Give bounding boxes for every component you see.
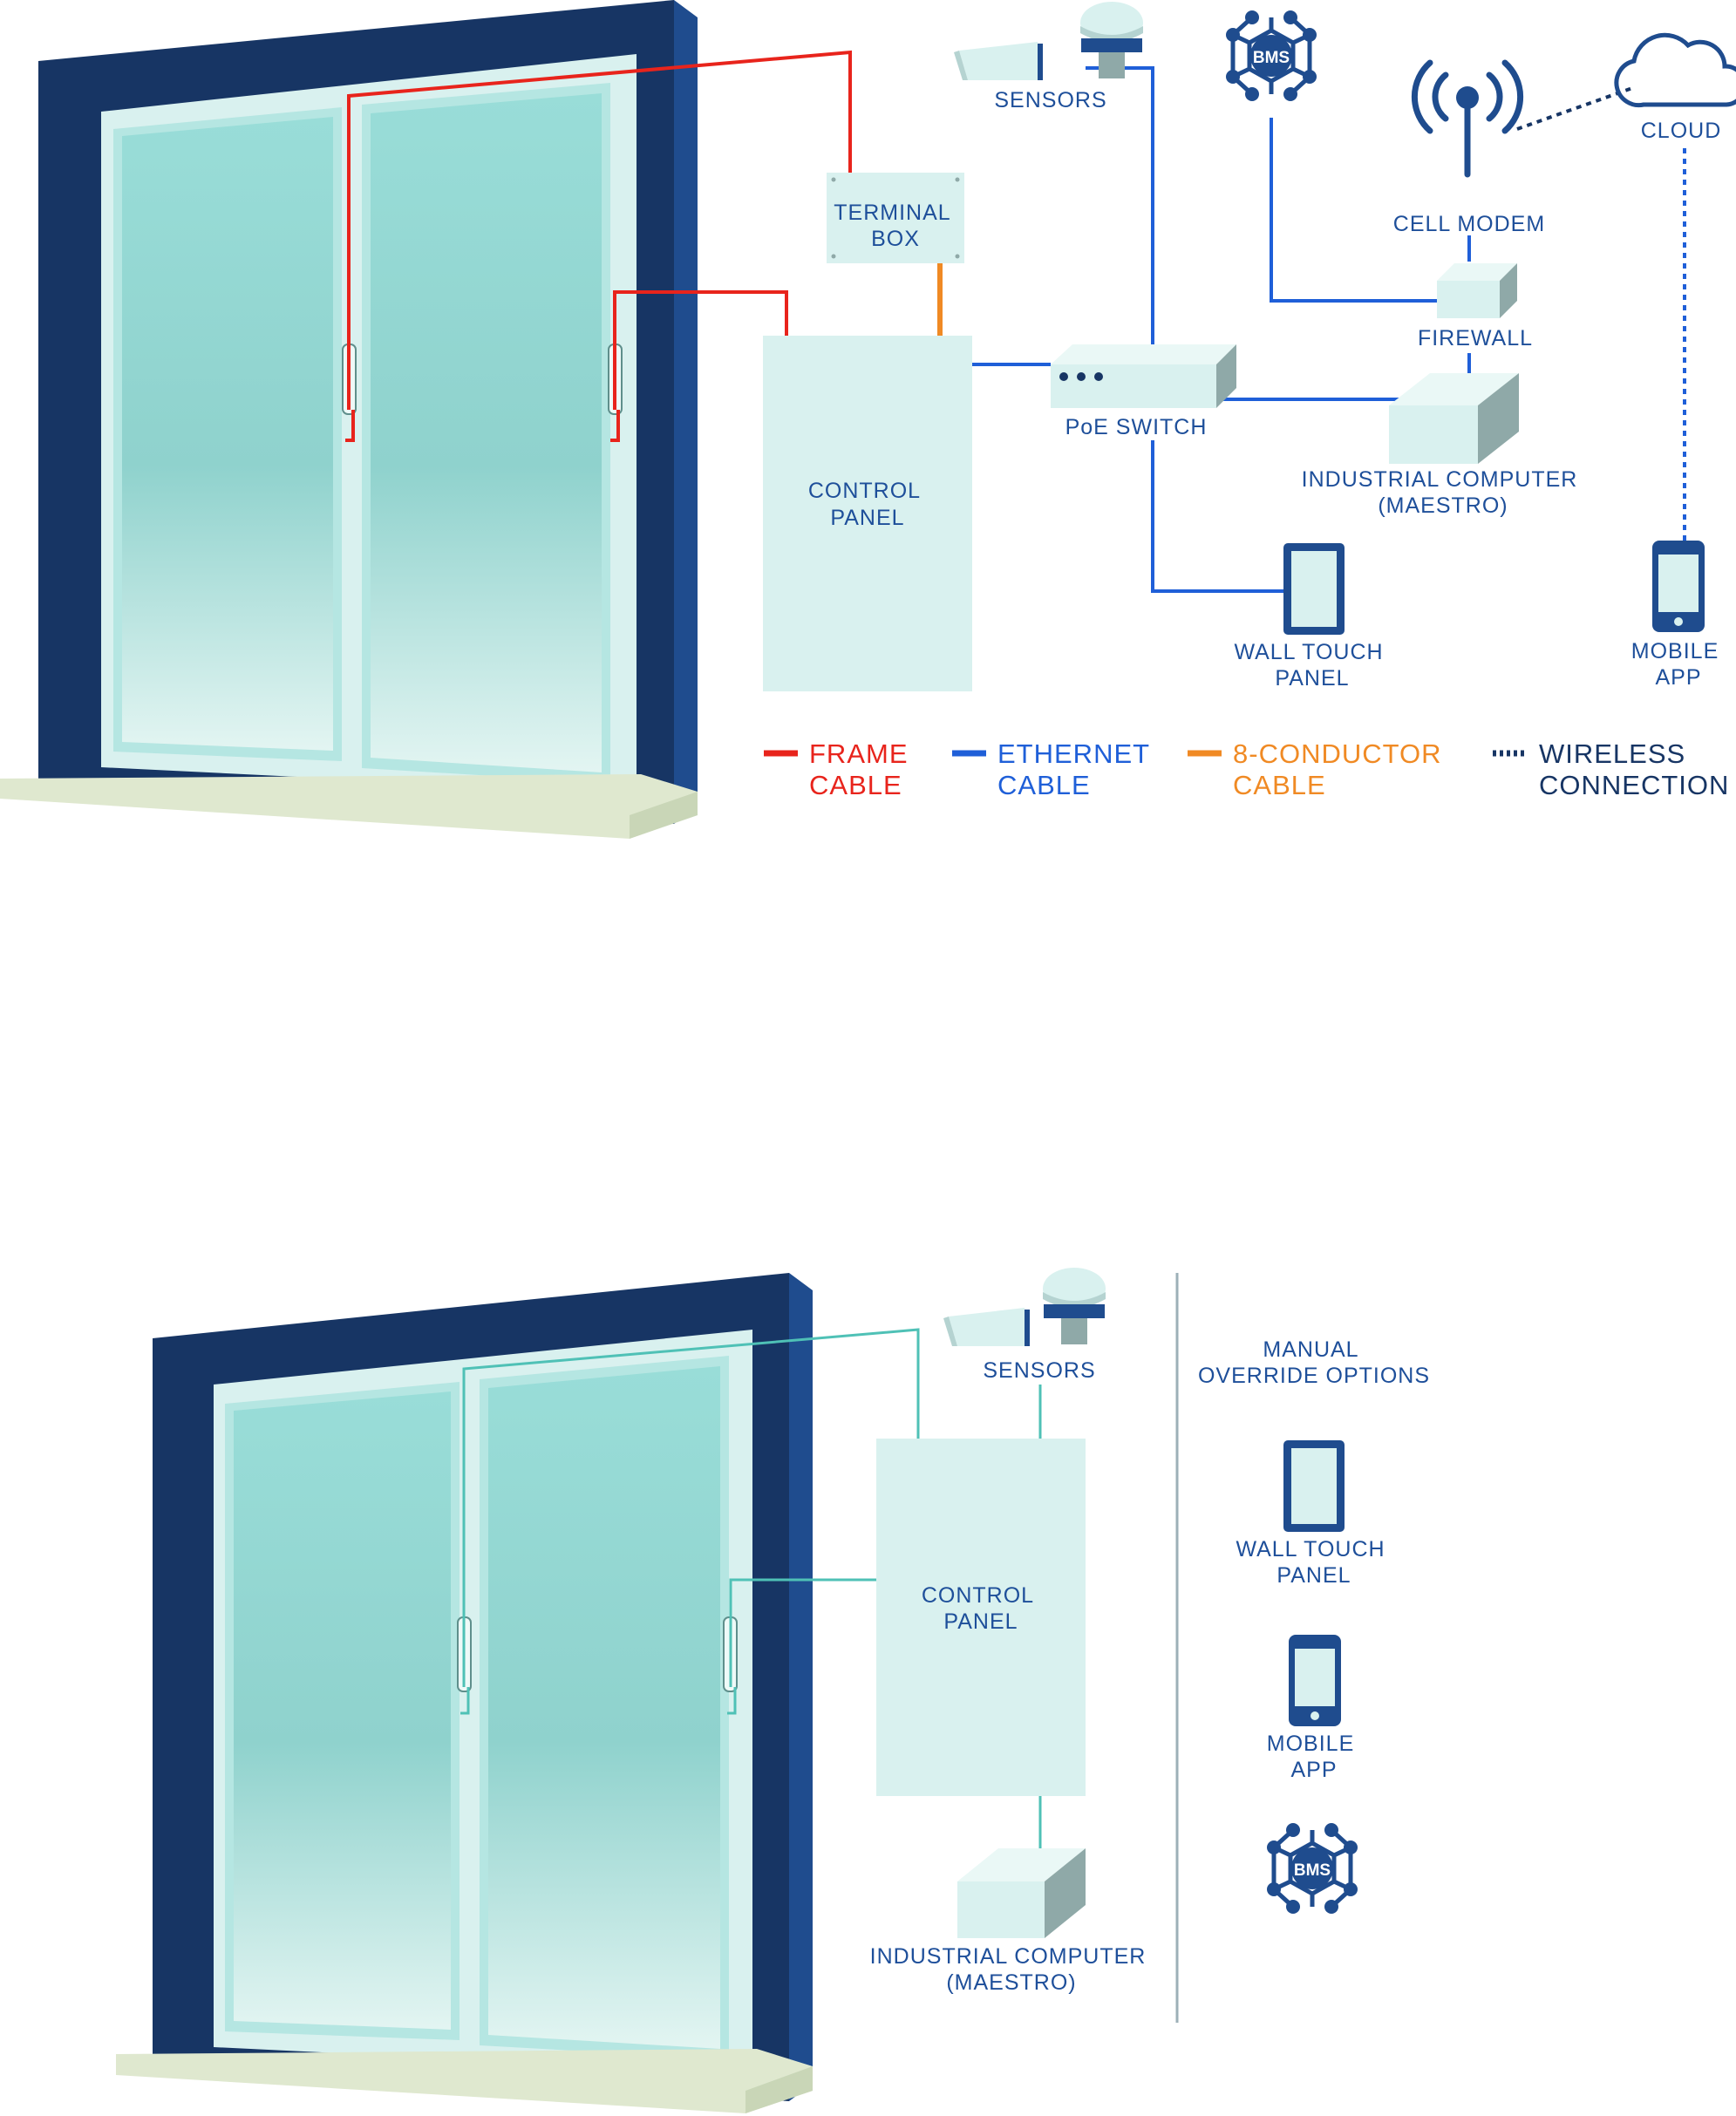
firewall-icon bbox=[1437, 263, 1517, 318]
terminal-box-label: TERMINAL BOX bbox=[834, 201, 957, 251]
eth-switch-tablet bbox=[1151, 440, 1283, 593]
sensors-bottom-icon bbox=[943, 1268, 1106, 1346]
sensors-top-label: SENSORS bbox=[994, 88, 1106, 112]
bottom-window bbox=[116, 1273, 813, 2113]
firewall-label: FIREWALL bbox=[1418, 326, 1533, 350]
bms-bottom-nodes bbox=[1267, 1823, 1358, 1914]
bms-top-label: BMS bbox=[1253, 49, 1290, 67]
override-title: MANUAL OVERRIDE OPTIONS bbox=[1198, 1337, 1430, 1388]
sensors-top-icon bbox=[954, 2, 1143, 80]
cell-modem-label: CELL MODEM bbox=[1393, 212, 1545, 236]
frame-cable-1b bbox=[345, 410, 355, 442]
wall-touch-panel-top-label: WALL TOUCH PANEL bbox=[1234, 640, 1390, 691]
bms-top-nodes bbox=[1226, 10, 1317, 101]
cell-modem-dot bbox=[1456, 86, 1479, 109]
eth-bms-firewall bbox=[1270, 118, 1437, 303]
frame-cable-2 bbox=[613, 290, 788, 410]
industrial-computer-bottom-icon bbox=[957, 1848, 1086, 1938]
frame-cable-1 bbox=[347, 50, 852, 410]
control-panel-bottom bbox=[876, 1439, 1086, 1796]
control-panel-bottom-label: CONTROL PANEL bbox=[922, 1583, 1040, 1634]
cloud-icon bbox=[1614, 32, 1736, 108]
poe-switch-label: PoE SWITCH bbox=[1065, 415, 1208, 439]
industrial-computer-top-label: INDUSTRIAL COMPUTER (MAESTRO) bbox=[1302, 467, 1585, 518]
top-window bbox=[0, 0, 698, 839]
legend: FRAME CABLE ETHERNET CABLE 8-CONDUCTOR C… bbox=[764, 738, 1729, 800]
frame-cable-2b bbox=[610, 410, 620, 442]
control-panel-top-label: CONTROL PANEL bbox=[808, 479, 927, 530]
mobile-app-top-icon bbox=[1652, 541, 1705, 632]
top-cables bbox=[345, 50, 1686, 593]
wall-touch-panel-top-icon bbox=[1283, 543, 1345, 635]
legend-wireless-label: WIRELESS CONNECTION bbox=[1539, 738, 1729, 800]
control-panel-top bbox=[763, 336, 972, 691]
mobile-app-top-label: MOBILE APP bbox=[1631, 639, 1726, 690]
legend-ethernet-label: ETHERNET CABLE bbox=[997, 738, 1158, 800]
legend-conductor-label: 8-CONDUCTOR CABLE bbox=[1233, 738, 1450, 800]
mobile-app-bottom-icon bbox=[1289, 1635, 1341, 1726]
bms-bottom-label: BMS bbox=[1294, 1861, 1331, 1880]
legend-frame-label: FRAME CABLE bbox=[809, 738, 916, 800]
terminal-box bbox=[827, 173, 964, 263]
poe-switch-icon bbox=[1051, 344, 1236, 408]
industrial-computer-top-icon bbox=[1389, 373, 1519, 464]
sensors-bottom-label: SENSORS bbox=[983, 1358, 1095, 1383]
wall-touch-panel-bottom-icon bbox=[1283, 1440, 1345, 1532]
cloud-label: CLOUD bbox=[1641, 119, 1722, 143]
industrial-computer-bottom-label: INDUSTRIAL COMPUTER (MAESTRO) bbox=[870, 1944, 1154, 1995]
bottom-cables bbox=[460, 1328, 1042, 1848]
mobile-app-bottom-label: MOBILE APP bbox=[1267, 1732, 1361, 1782]
cell-modem-icon bbox=[1411, 59, 1524, 178]
wall-touch-panel-bottom-label: WALL TOUCH PANEL bbox=[1236, 1537, 1392, 1588]
